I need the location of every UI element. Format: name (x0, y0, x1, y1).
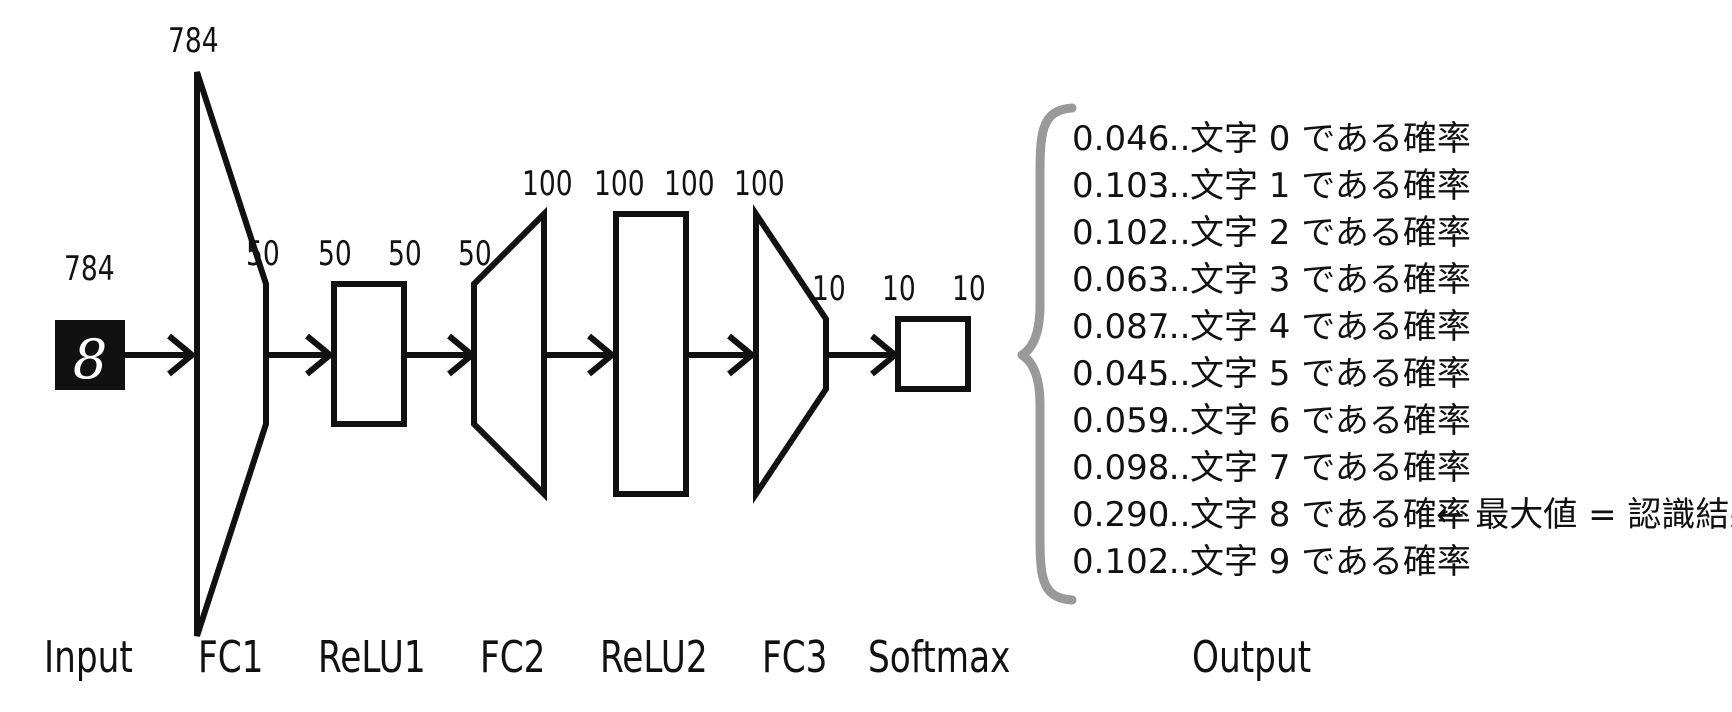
output-desc: 文字 3 である確率 (1190, 260, 1471, 300)
input-label: Input (44, 632, 133, 683)
output-desc: 文字 2 である確率 (1190, 213, 1471, 253)
output-label: Output (1192, 632, 1311, 683)
output-separator: ... (1158, 542, 1190, 582)
arrow-fc3-softmax (826, 333, 900, 377)
output-prob: 0.290 (1072, 495, 1169, 535)
input-digit-glyph: 8 (73, 328, 107, 391)
output-separator: ... (1158, 119, 1190, 159)
output-line: 0.046...文字 0 である確率 (1072, 119, 1471, 159)
output-max-note: ← 最大値 = 認識結果 (1436, 495, 1732, 535)
fc3-out-size: 10 (812, 270, 846, 309)
fc3-in-size: 100 (734, 165, 785, 204)
softmax-label: Softmax (868, 632, 1010, 683)
relu1-label: ReLU1 (318, 632, 426, 683)
relu2-in-size: 100 (594, 165, 645, 204)
output-desc: 文字 0 である確率 (1190, 119, 1471, 159)
output-line: 0.063...文字 3 である確率 (1072, 260, 1471, 300)
arrow-fc2-relu2 (544, 333, 617, 377)
output-separator: ... (1158, 166, 1190, 206)
output-desc: 文字 8 である確率 (1190, 495, 1471, 535)
output-separator: ... (1158, 260, 1190, 300)
output-separator: ... (1158, 354, 1190, 394)
fc1-label: FC1 (198, 632, 264, 683)
output-prob: 0.102 (1072, 213, 1169, 253)
output-desc: 文字 6 である確率 (1190, 401, 1471, 441)
fc2-block (471, 206, 547, 502)
output-prob: 0.098 (1072, 448, 1169, 488)
arrow-relu2-fc3 (686, 333, 757, 377)
input-size-label: 784 (64, 250, 115, 289)
output-prob: 0.059 (1072, 401, 1169, 441)
relu2-block (613, 211, 689, 497)
fc3-block (753, 204, 829, 504)
relu2-label: ReLU2 (600, 632, 708, 683)
output-desc: 文字 9 である確率 (1190, 542, 1471, 582)
relu1-in-size: 50 (318, 235, 352, 274)
input-image: 8 (55, 320, 125, 391)
fc1-block (194, 71, 269, 637)
softmax-out-size: 10 (952, 270, 986, 309)
output-brace (1017, 103, 1077, 605)
output-line: 0.103...文字 1 である確率 (1072, 166, 1471, 206)
output-prob: 0.103 (1072, 166, 1169, 206)
arrow-relu1-fc2 (404, 333, 477, 377)
output-separator: ... (1158, 401, 1190, 441)
output-prob: 0.087 (1072, 307, 1169, 347)
arrow-fc1-relu1 (266, 333, 335, 377)
relu1-out-size: 50 (388, 235, 422, 274)
relu1-block (331, 281, 407, 427)
fc3-label: FC3 (762, 632, 828, 683)
output-line: 0.087...文字 4 である確率 (1072, 307, 1471, 347)
arrow-input-fc1 (125, 333, 197, 377)
output-prob: 0.102 (1072, 542, 1169, 582)
fc2-in-size: 50 (458, 235, 492, 274)
fc2-label: FC2 (480, 632, 546, 683)
softmax-block (895, 316, 971, 392)
output-desc: 文字 7 である確率 (1190, 448, 1471, 488)
relu2-out-size: 100 (664, 165, 715, 204)
output-prob: 0.045 (1072, 354, 1169, 394)
output-line: 0.098...文字 7 である確率 (1072, 448, 1471, 488)
output-separator: ... (1158, 448, 1190, 488)
output-desc: 文字 4 である確率 (1190, 307, 1471, 347)
output-line: 0.045...文字 5 である確率 (1072, 354, 1471, 394)
output-line: 0.059...文字 6 である確率 (1072, 401, 1471, 441)
output-line: 0.290...文字 8 である確率← 最大値 = 認識結果 (1072, 495, 1732, 535)
output-line: 0.102...文字 9 である確率 (1072, 542, 1471, 582)
fc2-out-size: 100 (522, 165, 573, 204)
softmax-in-size: 10 (882, 270, 916, 309)
output-prob: 0.063 (1072, 260, 1169, 300)
output-separator: ... (1158, 495, 1190, 535)
fc1-in-size: 784 (168, 22, 219, 61)
output-desc: 文字 5 である確率 (1190, 354, 1471, 394)
output-prob: 0.046 (1072, 119, 1169, 159)
output-line: 0.102...文字 2 である確率 (1072, 213, 1471, 253)
output-desc: 文字 1 である確率 (1190, 166, 1471, 206)
fc1-out-size: 50 (246, 235, 280, 274)
output-separator: ... (1158, 307, 1190, 347)
output-separator: ... (1158, 213, 1190, 253)
